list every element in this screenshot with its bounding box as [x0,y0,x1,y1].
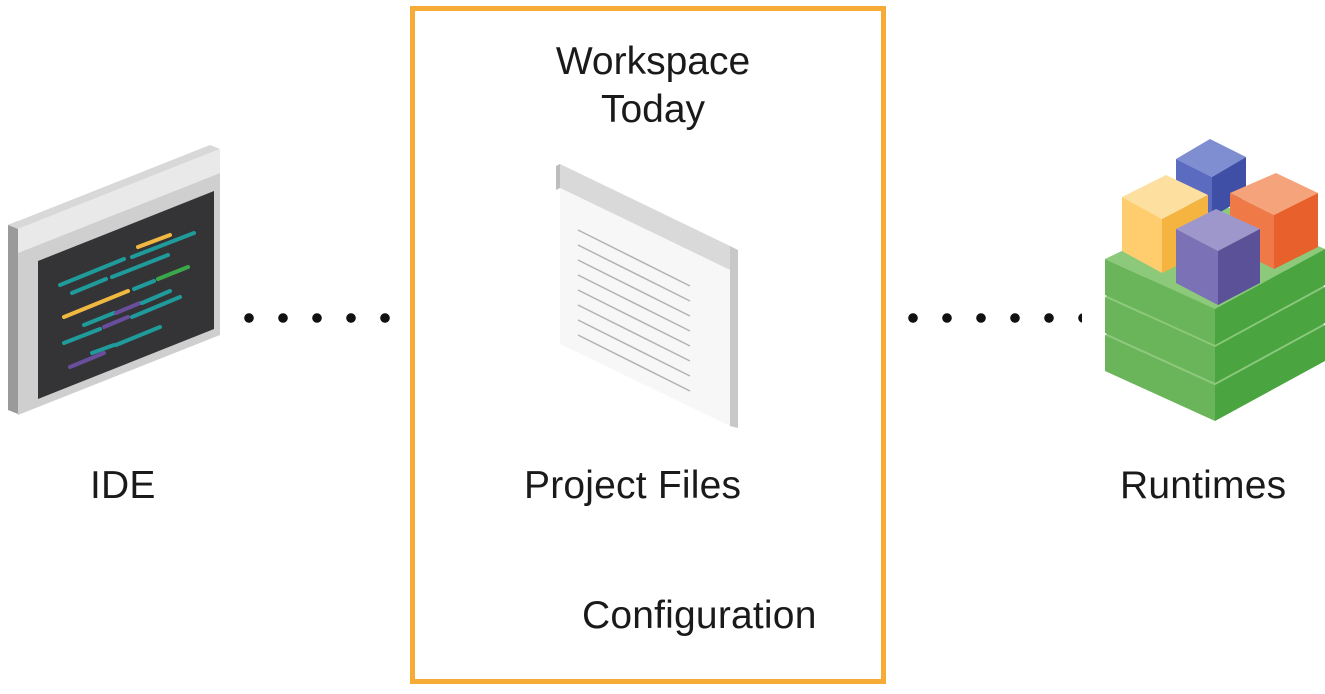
project-files-label: Project Files [524,464,742,507]
workspace-title: Workspace Today [410,38,896,133]
connector-ide-to-workspace [232,312,414,324]
workspace-box [410,6,886,684]
runtimes-label: Runtimes [1120,464,1287,507]
code-editor-icon [8,145,220,415]
ide-label: IDE [90,464,156,507]
connector-workspace-to-runtimes [896,312,1082,324]
document-icon [556,164,738,428]
configuration-label: Configuration [582,594,817,637]
workspace-title-line2: Today [600,87,706,131]
workspace-title-line1: Workspace [555,40,751,83]
stacked-cubes-icon [1105,139,1325,421]
